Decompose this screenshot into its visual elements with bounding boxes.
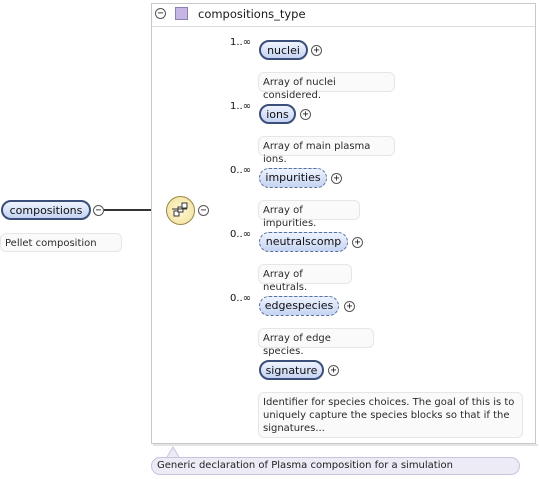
complex-type-icon (175, 7, 188, 20)
doc-neutralscomp: Array of neutrals. (258, 264, 352, 293)
collapse-root-icon[interactable]: − (93, 205, 104, 216)
doc-nuclei: Array of nuclei considered. (258, 72, 395, 101)
type-header-divider (152, 26, 535, 27)
doc-impurities: Array of impurities. (258, 200, 360, 229)
sequence-compositor-icon[interactable] (166, 196, 195, 225)
doc-signature: Identifier for species choices. The goal… (258, 392, 523, 438)
expand-signature-icon[interactable]: + (328, 365, 339, 376)
cardinality-nuclei: 1..∞ (230, 37, 252, 48)
expand-edgespecies-icon[interactable]: + (344, 301, 355, 312)
type-title: compositions_type (198, 7, 306, 21)
doc-edgespecies: Array of edge species. (258, 328, 374, 357)
expand-nuclei-icon[interactable]: + (311, 45, 322, 56)
root-element-compositions[interactable]: compositions (1, 200, 91, 220)
type-doc: Generic declaration of Plasma compositio… (151, 457, 520, 475)
cardinality-impurities: 0..∞ (230, 165, 252, 176)
element-nuclei[interactable]: nuclei (259, 40, 308, 60)
collapse-type-icon[interactable]: − (155, 8, 166, 19)
collapse-sequence-icon[interactable]: − (198, 205, 209, 216)
element-impurities[interactable]: impurities (259, 168, 327, 188)
element-ions[interactable]: ions (259, 104, 296, 124)
expand-neutralscomp-icon[interactable]: + (352, 237, 363, 248)
type-container (151, 3, 538, 446)
element-edgespecies[interactable]: edgespecies (259, 296, 339, 316)
expand-ions-icon[interactable]: + (300, 109, 311, 120)
element-signature[interactable]: signature (259, 360, 324, 380)
doc-ions: Array of main plasma ions. (258, 136, 395, 165)
footer-pointer (166, 446, 180, 458)
element-neutralscomp[interactable]: neutralscomp (259, 232, 348, 252)
expand-impurities-icon[interactable]: + (331, 173, 342, 184)
cardinality-neutralscomp: 0..∞ (230, 229, 252, 240)
root-doc: Pellet composition (0, 233, 122, 252)
cardinality-ions: 1..∞ (230, 101, 252, 112)
cardinality-edgespecies: 0..∞ (230, 293, 252, 304)
